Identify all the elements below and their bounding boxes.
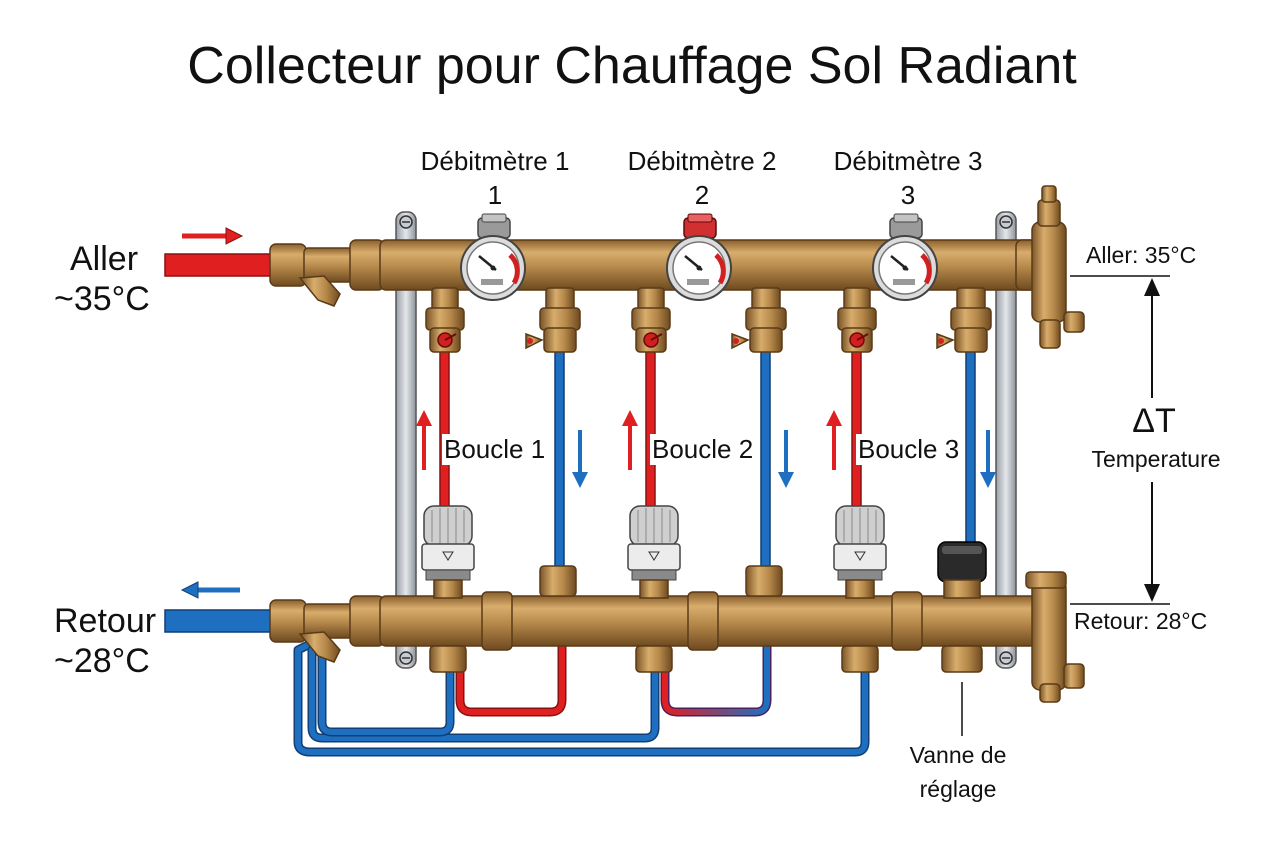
- flowmeter-2-gauge: [667, 214, 731, 300]
- loop2-return-inlet: [746, 566, 782, 596]
- loop3-supply-pipe: [852, 350, 861, 510]
- loop1-hot-tube: [460, 640, 562, 712]
- loop-tubes: [298, 640, 865, 752]
- loop1-supply-pipe: [440, 350, 449, 510]
- valve-label-line2: réglage: [920, 776, 997, 803]
- flowmeter-3-number: 3: [901, 180, 915, 211]
- delta-t-label: Temperature: [1091, 446, 1220, 473]
- supply-inlet-pipe: [165, 254, 275, 276]
- loop1-thermo-head: [422, 506, 474, 672]
- supply-label: Aller: [70, 240, 138, 279]
- loop-3-label: Boucle 3: [856, 434, 961, 465]
- loop2-mix-tube: [665, 640, 767, 712]
- loop1-return-inlet: [540, 566, 576, 596]
- loop1-return-connector: [526, 288, 580, 352]
- valve-label-line1: Vanne de: [910, 742, 1007, 769]
- flowmeter-2-number: 2: [695, 180, 709, 211]
- loop2-thermo-head: [628, 506, 680, 672]
- flowmeter-3-gauge: [873, 214, 937, 300]
- scale-bottom-label: Retour: 28°C: [1074, 608, 1207, 635]
- flowmeter-1-gauge: [461, 214, 525, 300]
- loop2-return-connector: [732, 288, 786, 352]
- loop3-supply-valve: [838, 288, 876, 352]
- loop1-return-pipe: [555, 350, 564, 570]
- return-temp: ~28°C: [54, 642, 150, 681]
- loop3-thermo-head: [834, 506, 886, 672]
- loop-2-label: Boucle 2: [650, 434, 755, 465]
- flowmeter-1-label: Débitmètre 1: [421, 146, 570, 177]
- return-outlet: [165, 582, 275, 632]
- return-end-fitting: [1032, 580, 1066, 690]
- flowmeter-3-label: Débitmètre 3: [834, 146, 983, 177]
- loop2-supply-pipe: [646, 350, 655, 510]
- return-outlet-pipe: [165, 610, 275, 632]
- loop2-supply-valve: [632, 288, 670, 352]
- flowmeter-2-label: Débitmètre 2: [628, 146, 777, 177]
- loop2-return-pipe: [761, 350, 770, 570]
- return-loop-tube-inner: [312, 650, 655, 738]
- supply-temp: ~35°C: [54, 280, 150, 319]
- supply-inlet: [165, 228, 275, 276]
- loop3-return-connector: [937, 288, 991, 352]
- supply-end-fitting: [1032, 222, 1066, 322]
- return-label: Retour: [54, 602, 156, 641]
- loop1-supply-valve: [426, 288, 464, 352]
- loop3-return-pipe: [966, 350, 975, 550]
- delta-t-symbol: ΔT: [1132, 402, 1175, 441]
- page-title: Collecteur pour Chauffage Sol Radiant: [0, 36, 1264, 96]
- scale-top-label: Aller: 35°C: [1086, 242, 1196, 269]
- flowmeter-1-number: 1: [488, 180, 502, 211]
- loop-1-label: Boucle 1: [442, 434, 547, 465]
